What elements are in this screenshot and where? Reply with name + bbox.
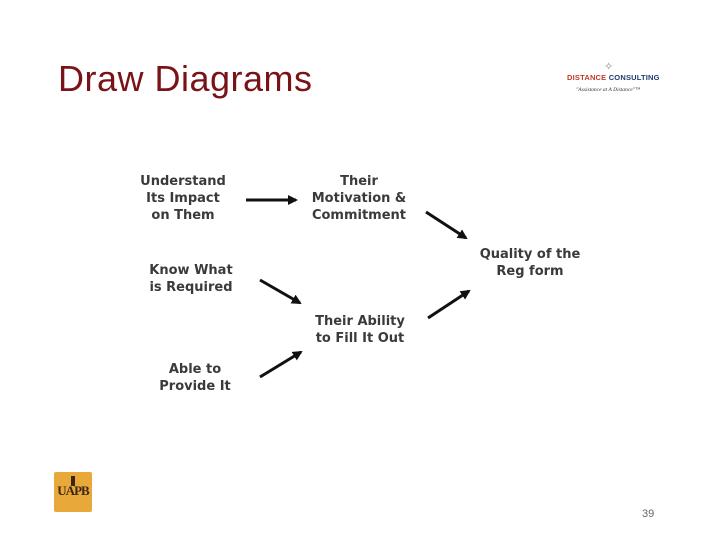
tower-icon xyxy=(71,476,75,486)
arrow-know-to-ability xyxy=(259,278,302,305)
logo-name-part2: CONSULTING xyxy=(608,73,660,82)
node-understand-impact: Understand Its Impact on Them xyxy=(140,174,226,223)
star-icon: ✧ xyxy=(604,60,614,73)
logo-name-part1: DISTANCE xyxy=(567,73,607,82)
arrow-ability-to-quality xyxy=(427,289,471,320)
node-motivation-commitment: Their Motivation & Commitment xyxy=(311,174,407,223)
arrow-able-to-ability xyxy=(259,350,303,379)
node-quality-reg-form: Quality of the Reg form xyxy=(479,247,581,279)
node-ability-fill-out: Their Ability to Fill It Out xyxy=(315,314,405,346)
logo-tagline: "Assistance at A Distance"™ xyxy=(576,87,641,93)
distance-consulting-logo: ✧ DISTANCE CONSULTING "Assistance at A D… xyxy=(560,60,672,100)
uapb-logo-text: UAPB xyxy=(57,483,89,498)
node-able-to-provide: Able to Provide It xyxy=(159,362,231,394)
arrow-motivation-to-quality xyxy=(425,210,468,240)
uapb-logo: UAPB xyxy=(54,472,92,512)
node-know-required: Know What is Required xyxy=(149,263,233,295)
logo-name: DISTANCE CONSULTING xyxy=(567,73,660,82)
page-number: 39 xyxy=(642,508,655,520)
slide-title: Draw Diagrams xyxy=(58,58,313,99)
